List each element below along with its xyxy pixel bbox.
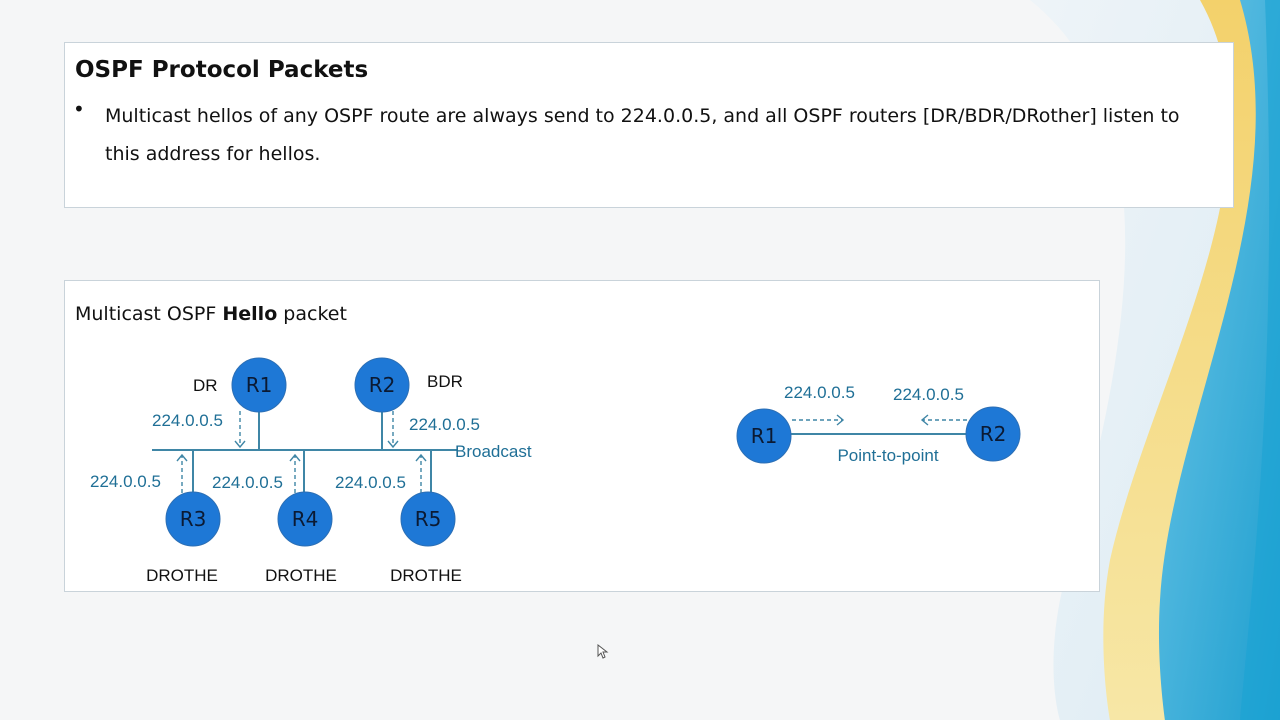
p2p-router-r2-name: R2: [980, 422, 1007, 446]
p2p-r1-address-label: 224.0.0.5: [784, 383, 855, 402]
p2p-router-r1-node: R1: [736, 408, 792, 464]
bullet-text: Multicast hellos of any OSPF route are a…: [105, 105, 1180, 165]
r3-hello-arrow: [176, 453, 188, 493]
router-r4-name: R4: [292, 507, 319, 531]
ospf-hello-diagram: Broadcast 224.0.0.5 224.: [90, 357, 1021, 585]
subtitle-bold: Hello: [222, 303, 278, 325]
router-r1-name: R1: [246, 373, 273, 397]
bullet-marker: •: [73, 97, 85, 121]
r5-address-label: 224.0.0.5: [335, 473, 406, 492]
r5-hello-arrow: [415, 453, 427, 493]
mouse-cursor-icon: [597, 644, 609, 659]
r2-role-label: BDR: [427, 372, 463, 391]
r2-address-label: 224.0.0.5: [409, 415, 480, 434]
r3-address-label: 224.0.0.5: [90, 472, 161, 491]
r1-hello-arrow: [234, 411, 246, 449]
router-r1-node: R1: [231, 357, 287, 413]
router-r3-name: R3: [180, 507, 207, 531]
subtitle-prefix: Multicast OSPF: [75, 303, 223, 325]
broadcast-label: Broadcast: [455, 442, 532, 461]
subtitle-suffix: packet: [277, 303, 347, 325]
router-r2-name: R2: [369, 373, 396, 397]
r4-hello-arrow: [289, 453, 301, 493]
p2p-r2-hello-arrow: [920, 414, 967, 426]
r2-hello-arrow: [387, 411, 399, 449]
r3-role-label: DROTHE: [146, 566, 218, 585]
router-r2-node: R2: [354, 357, 410, 413]
diagram-panel: Multicast OSPF Hello packet Broadcast: [64, 280, 1100, 592]
p2p-link-label: Point-to-point: [837, 446, 938, 465]
slide-title: OSPF Protocol Packets: [75, 57, 369, 83]
router-r4-node: R4: [277, 491, 333, 547]
r1-role-label: DR: [193, 376, 218, 395]
r4-address-label: 224.0.0.5: [212, 473, 283, 492]
p2p-router-r1-name: R1: [751, 424, 778, 448]
router-r5-node: R5: [400, 491, 456, 547]
p2p-r2-address-label: 224.0.0.5: [893, 385, 964, 404]
router-r3-node: R3: [165, 491, 221, 547]
router-r5-name: R5: [415, 507, 442, 531]
diagram-subtitle: Multicast OSPF Hello packet: [75, 303, 347, 325]
r5-role-label: DROTHE: [390, 566, 462, 585]
p2p-router-r2-node: R2: [965, 406, 1021, 462]
r1-address-label: 224.0.0.5: [152, 411, 223, 430]
p2p-r1-hello-arrow: [792, 414, 845, 426]
r4-role-label: DROTHE: [265, 566, 337, 585]
text-panel: OSPF Protocol Packets • Multicast hellos…: [64, 42, 1234, 208]
